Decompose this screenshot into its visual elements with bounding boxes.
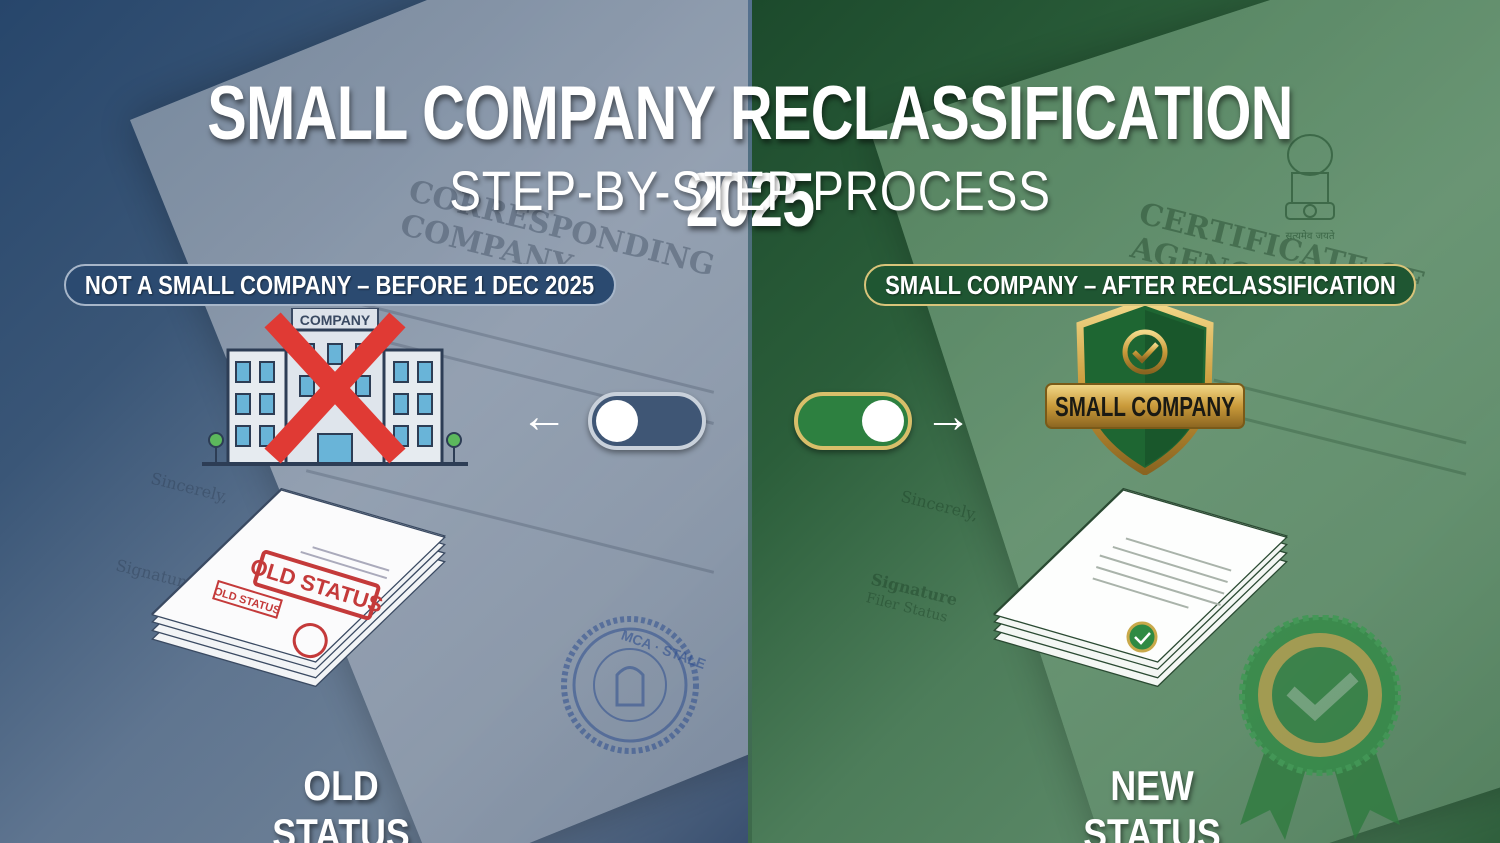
office-building-icon: COMPANY bbox=[202, 308, 468, 466]
old-status-label: OLD STATUS bbox=[272, 762, 410, 843]
status-toggle-off[interactable] bbox=[588, 392, 706, 450]
new-certificate-stack-icon bbox=[993, 487, 1288, 688]
status-toggle-on[interactable] bbox=[794, 392, 912, 450]
shield-label: SMALL COMPANY bbox=[1055, 391, 1235, 422]
arrow-right-icon: → bbox=[924, 390, 972, 443]
before-badge: NOT A SMALL COMPANY – BEFORE 1 DEC 2025 bbox=[64, 264, 616, 306]
new-status-label: NEW STATUS bbox=[1083, 762, 1221, 843]
svg-text:COMPANY: COMPANY bbox=[300, 312, 371, 328]
toggle-knob bbox=[596, 400, 638, 442]
background-doc-signoff: Sincerely, bbox=[898, 486, 981, 525]
check-shield-icon: SMALL COMPANY bbox=[1045, 300, 1245, 475]
arrow-left-icon: ← bbox=[520, 390, 568, 443]
old-certificate-stack-icon: OLD STATUS OLD STATUS bbox=[151, 487, 446, 688]
mca-seal-icon: MCA · STALE bbox=[561, 616, 708, 754]
toggle-knob bbox=[862, 400, 904, 442]
approval-rosette-icon bbox=[1239, 615, 1401, 840]
after-badge: SMALL COMPANY – AFTER RECLASSIFICATION bbox=[864, 264, 1416, 306]
page-title: SMALL COMPANY RECLASSIFICATION 2025 bbox=[207, 71, 1293, 243]
red-x-icon bbox=[264, 312, 406, 464]
national-emblem-icon: सत्यमेव जयते bbox=[1285, 134, 1335, 242]
left-panel-old-status: CORRESPONDING COMPANY Sincerely, Signatu… bbox=[0, 0, 750, 843]
page-subtitle: STEP-BY-STEP PROCESS bbox=[449, 159, 1051, 222]
panel-divider bbox=[748, 0, 752, 843]
emblem-caption: सत्यमेव जयते bbox=[1285, 230, 1334, 242]
